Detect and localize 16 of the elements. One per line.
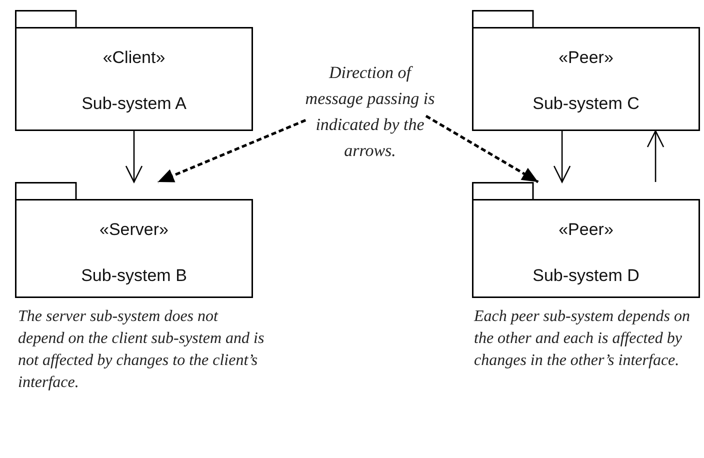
caption-text: The server sub-system does not depend on the client sub-system and is not affected by changes to the client’s interface.: [18, 307, 266, 393]
subsystem-name: Sub-system B: [81, 266, 187, 286]
dashed-arrow: [157, 119, 306, 184]
subsystem-name: Sub-system A: [82, 94, 186, 114]
subsystem-name: Sub-system C: [532, 94, 640, 114]
stereotype-label: «Peer»: [558, 220, 614, 240]
annotation-text: Direction of message passing is indicated by the arrows.: [304, 62, 436, 162]
stereotype-label: «Peer»: [558, 48, 614, 68]
dependency-arrow: [125, 131, 143, 183]
caption-text: Each peer sub-system depends on the other and each is affected by changes in the other’s interface.: [474, 307, 691, 371]
stereotype-label: «Server»: [100, 220, 168, 240]
dashed-arrow: [425, 114, 539, 184]
dependency-arrow: [553, 131, 571, 183]
stereotype-label: «Client»: [102, 48, 166, 68]
subsystem-name: Sub-system D: [532, 266, 640, 286]
dependency-arrow: [646, 130, 664, 182]
